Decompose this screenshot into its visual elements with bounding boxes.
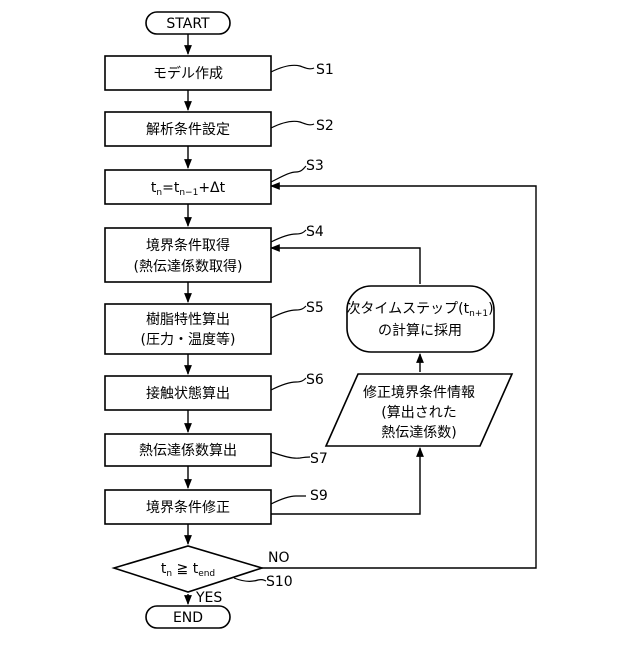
s3-sub-nm1: n−1 — [179, 188, 198, 198]
end-label: END — [173, 610, 203, 626]
info-line1: 修正境界条件情報 — [363, 384, 475, 401]
info-line3: 熱伝達係数) — [381, 425, 456, 441]
next-step-sub: n+1 — [469, 309, 488, 319]
step-label-s6: S6 — [306, 372, 324, 388]
s9-text: 境界条件修正 — [146, 499, 230, 516]
decision-op: ≧ — [172, 561, 193, 577]
step-label-s4: S4 — [306, 224, 324, 240]
step-label-s2: S2 — [316, 118, 334, 134]
leader-s2 — [271, 121, 314, 128]
next-step-box: 次タイムステップ(tn+1) の計算に採用 — [346, 286, 494, 352]
s1-process-box: モデル作成 — [105, 56, 271, 90]
info-parallelogram: 修正境界条件情報 (算出された 熱伝達係数) — [326, 374, 512, 446]
start-terminal: START — [146, 12, 230, 34]
step-label-s7: S7 — [310, 451, 328, 467]
s5-text-line2: (圧力・温度等) — [141, 331, 236, 348]
next-step-line2: の計算に採用 — [378, 323, 462, 339]
branch-label-no: NO — [268, 550, 290, 566]
s3-process-box: tn=tn−1+Δt — [105, 170, 271, 204]
step-label-s5: S5 — [306, 300, 324, 316]
s7-text: 熱伝達係数算出 — [139, 443, 237, 459]
next-step-line1-b: ) — [488, 301, 493, 317]
leader-s10 — [234, 578, 266, 581]
step-label-s9: S9 — [310, 488, 328, 504]
s4-text-line2: (熱伝達係数取得) — [134, 258, 243, 275]
decision-sub-end: end — [198, 569, 215, 579]
s6-process-box: 接触状態算出 — [105, 376, 271, 410]
step-label-s10: S10 — [266, 574, 293, 590]
info-line2: (算出された — [381, 405, 456, 421]
s5-process-box: 樹脂特性算出 (圧力・温度等) — [105, 304, 271, 354]
leader-s9 — [271, 496, 306, 504]
step-label-s3: S3 — [306, 158, 324, 174]
leader-s1 — [271, 65, 314, 72]
next-step-line1-a: 次タイムステップ(t — [346, 301, 469, 317]
start-label: START — [166, 16, 210, 32]
s3-eq: =t — [162, 180, 180, 196]
s5-text-line1: 樹脂特性算出 — [146, 312, 230, 328]
step-label-s1: S1 — [316, 62, 334, 78]
step-labels: S1 S2 S3 S4 S5 S6 S7 S9 S10 — [266, 62, 334, 590]
s7-process-box: 熱伝達係数算出 — [105, 434, 271, 466]
end-terminal: END — [146, 606, 230, 628]
leader-s7 — [271, 452, 310, 458]
s3-rest: +Δt — [198, 180, 225, 196]
s2-process-box: 解析条件設定 — [105, 112, 271, 146]
s1-text: モデル作成 — [153, 65, 223, 82]
arrow-next-step-to-s4 — [271, 248, 420, 284]
s4-text-line1: 境界条件取得 — [146, 237, 230, 254]
leader-s6 — [271, 378, 306, 390]
branch-label-yes: YES — [195, 590, 222, 606]
leader-s4 — [271, 230, 306, 242]
s9-process-box: 境界条件修正 — [105, 490, 271, 524]
decision-diamond: tn ≧ tend — [114, 546, 262, 592]
s2-text: 解析条件設定 — [146, 121, 230, 138]
s4-process-box: 境界条件取得 (熱伝達係数取得) — [105, 228, 271, 282]
leader-s3 — [271, 166, 306, 182]
leader-s5 — [271, 306, 306, 318]
s6-text: 接触状態算出 — [146, 385, 230, 402]
